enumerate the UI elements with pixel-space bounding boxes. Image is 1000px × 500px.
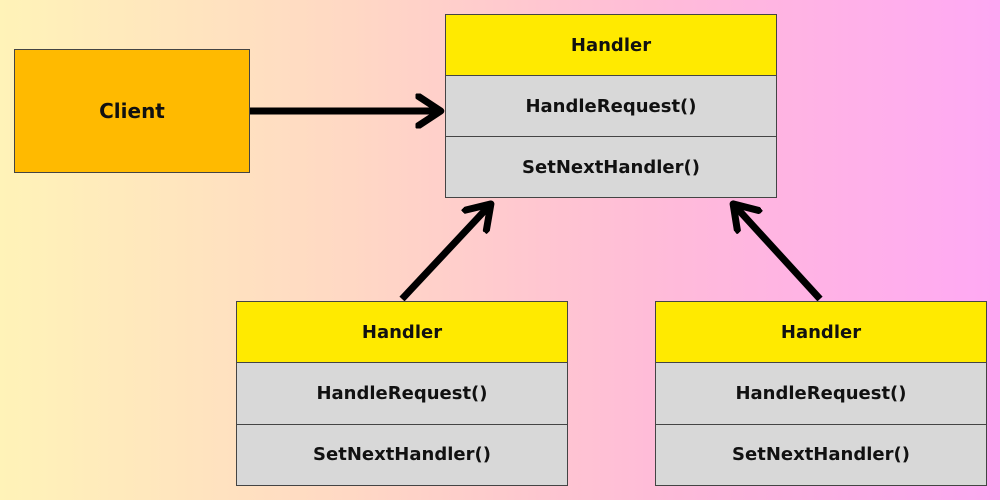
handler-class-right: Handler HandleRequest() SetNextHandler(): [655, 301, 987, 486]
left-handler-to-top-arrow: [399, 206, 489, 302]
handler-title: Handler: [237, 302, 567, 363]
right-handler-to-top-arrow: [735, 206, 823, 302]
handler-title: Handler: [446, 15, 776, 75]
handle-request-method: HandleRequest(): [237, 362, 567, 424]
set-next-handler-method: SetNextHandler(): [237, 423, 567, 485]
client-label: Client: [99, 99, 165, 123]
handle-request-method: HandleRequest(): [656, 362, 986, 424]
client-box: Client: [14, 49, 250, 173]
handler-title: Handler: [656, 302, 986, 363]
handler-class-top: Handler HandleRequest() SetNextHandler(): [445, 14, 777, 198]
set-next-handler-method: SetNextHandler(): [446, 136, 776, 197]
set-next-handler-method: SetNextHandler(): [656, 423, 986, 485]
handler-class-left: Handler HandleRequest() SetNextHandler(): [236, 301, 568, 486]
handle-request-method: HandleRequest(): [446, 75, 776, 136]
